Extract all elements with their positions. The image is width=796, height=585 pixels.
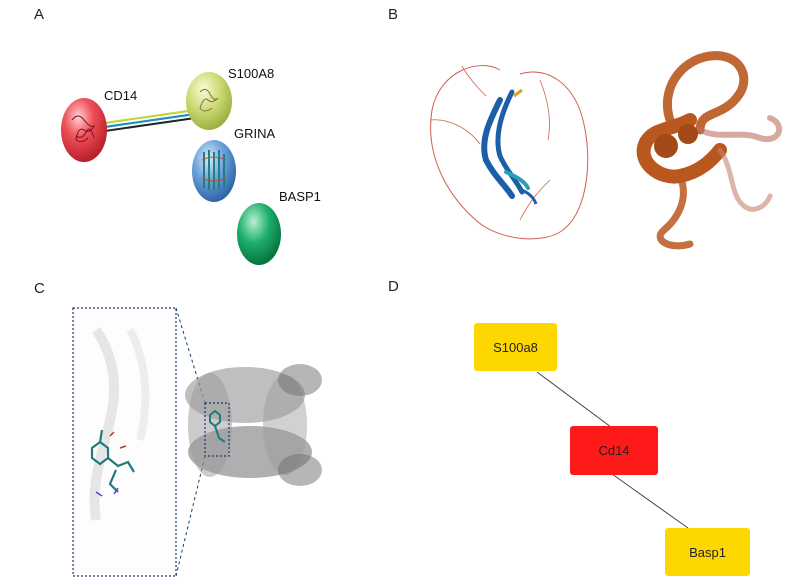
- node-box-cd14: Cd14: [570, 426, 658, 475]
- edge-cd14-basp1: [612, 474, 688, 528]
- node-box-basp1: Basp1: [665, 528, 750, 576]
- node-box-s100a8: S100a8: [474, 323, 557, 371]
- edge-s100a8-cd14: [537, 372, 615, 430]
- node-box-label-cd14: Cd14: [598, 443, 629, 458]
- node-box-label-s100a8: S100a8: [493, 340, 538, 355]
- node-box-label-basp1: Basp1: [689, 545, 726, 560]
